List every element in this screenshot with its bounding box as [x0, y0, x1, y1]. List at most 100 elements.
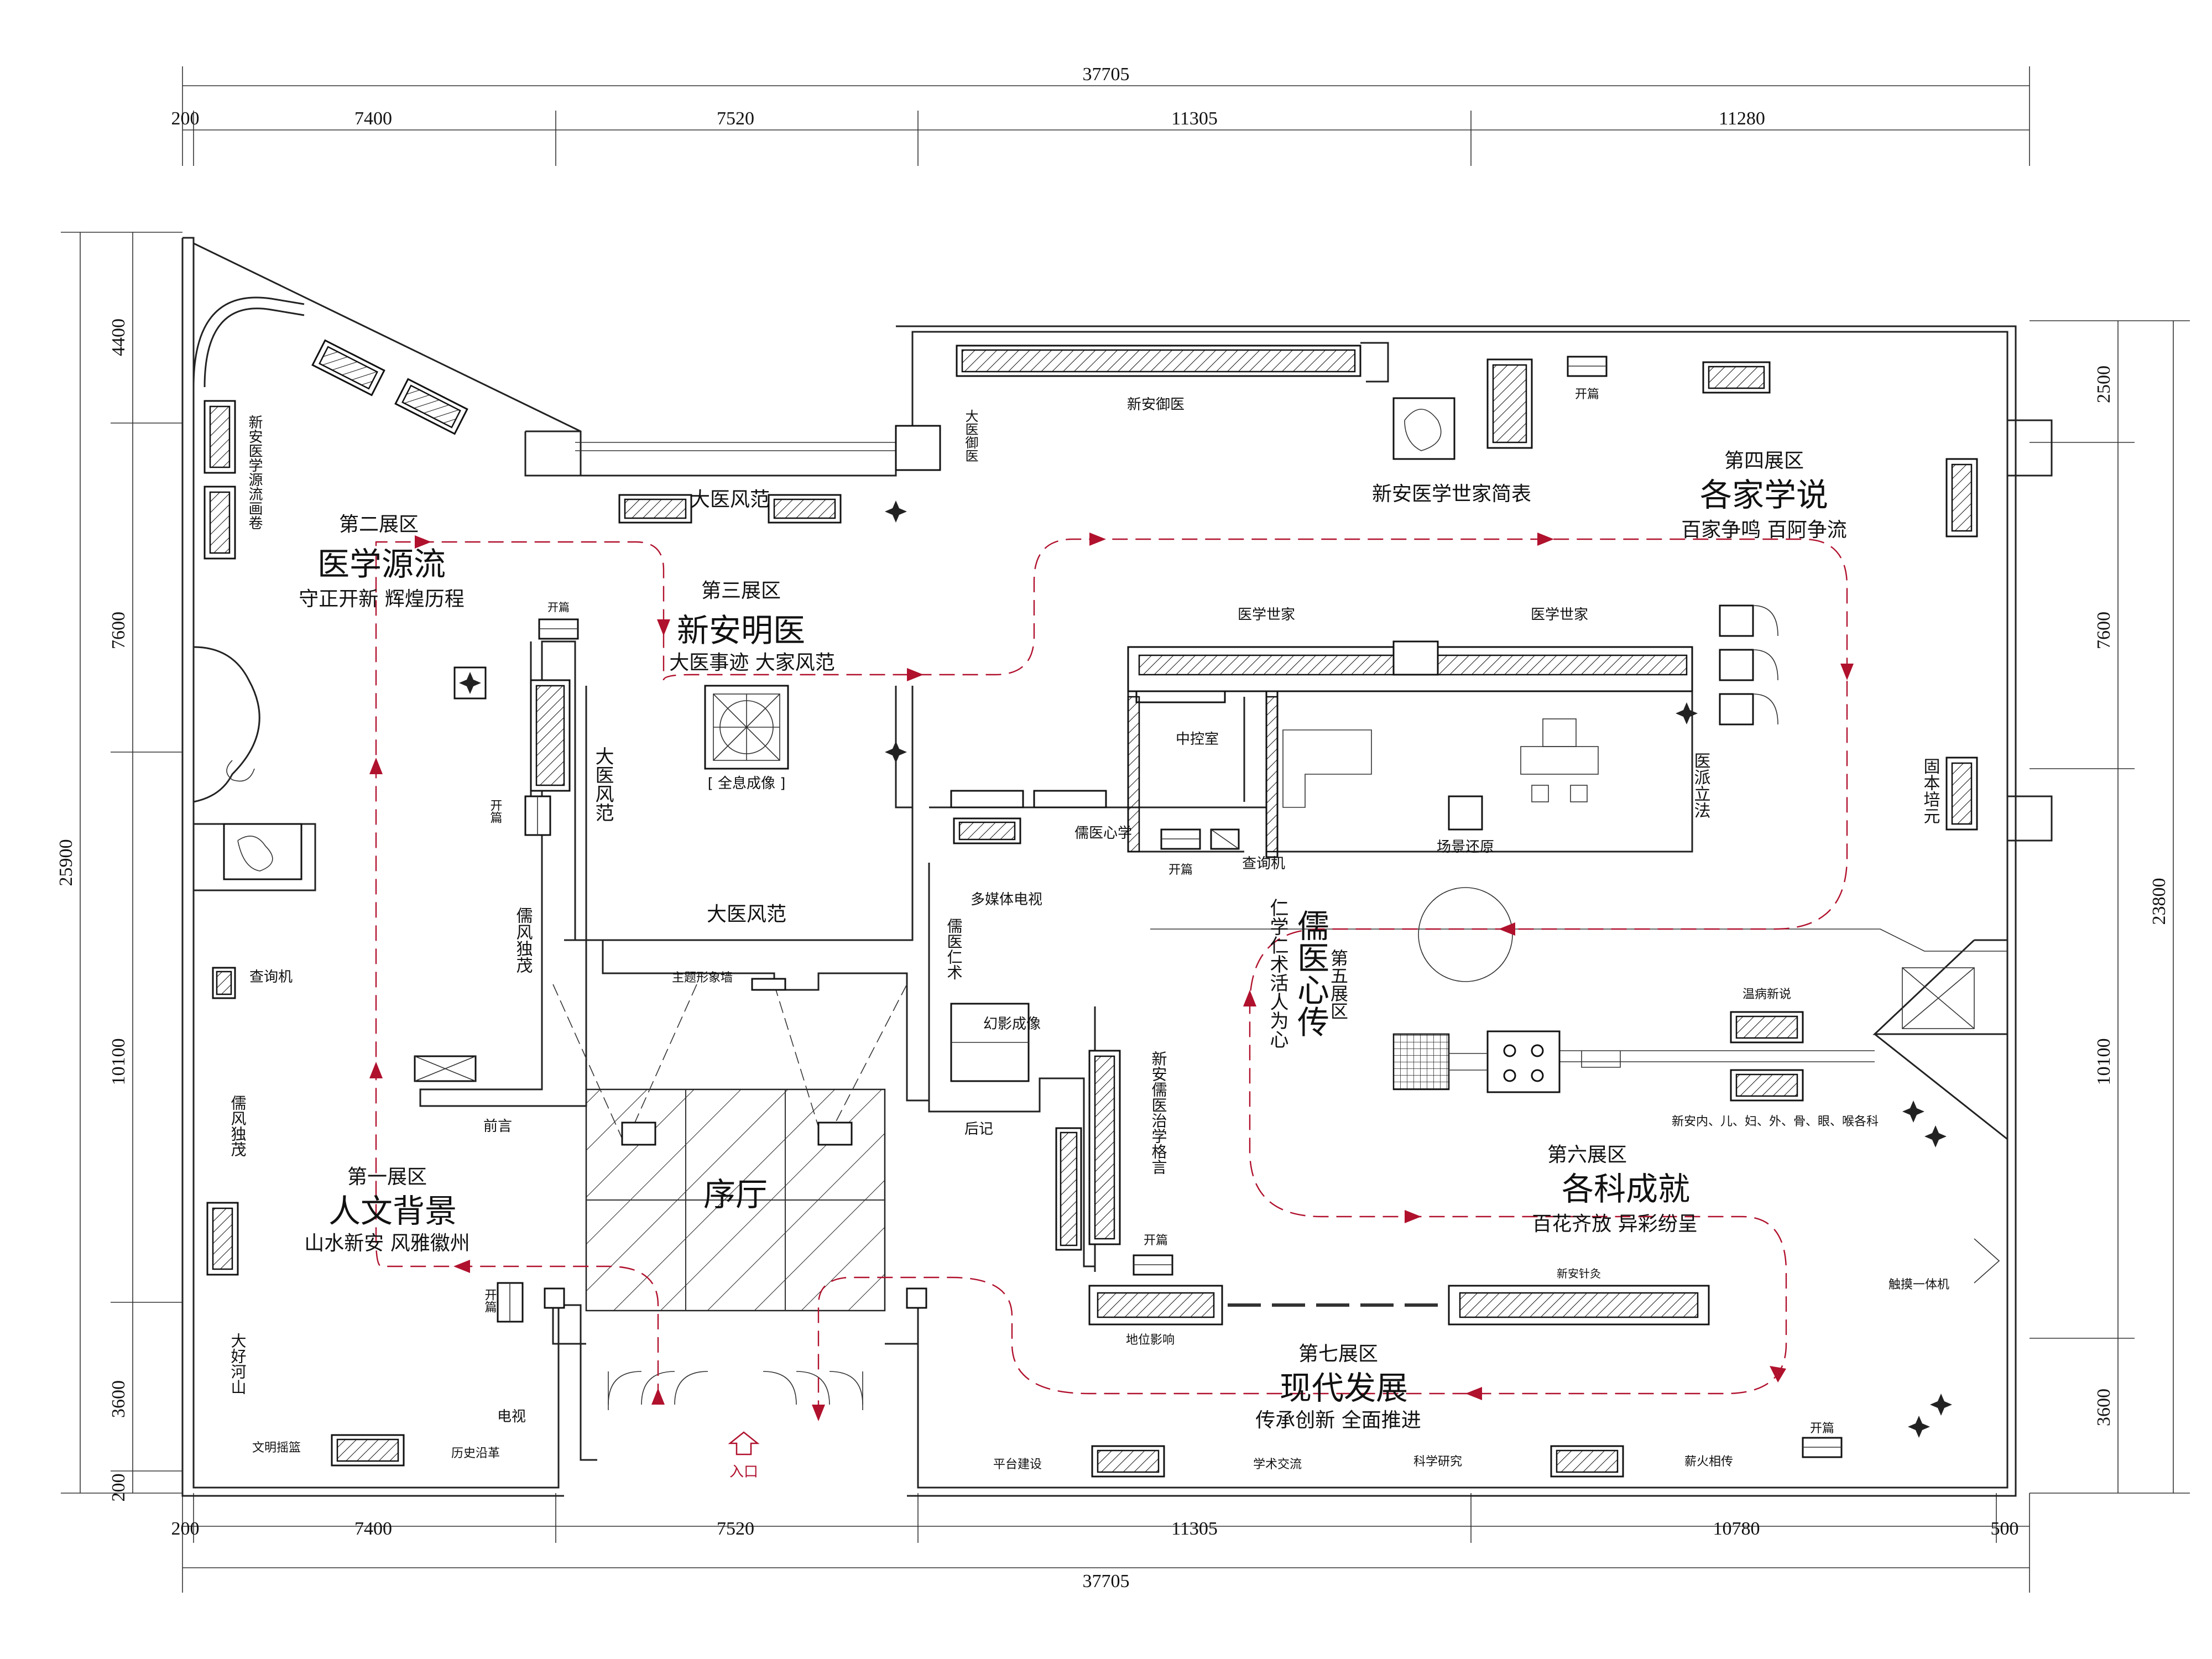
- label-wenbing: 温病新说: [1743, 988, 1791, 1001]
- outer-walls: [181, 237, 2053, 1497]
- dim-left-seg: 200: [108, 1474, 129, 1502]
- dim-left-seg: 4400: [108, 319, 129, 356]
- zone-3: 第三展区 新安明医 大医事迹 大家风范: [669, 580, 834, 674]
- zone-1: 第一展区 人文背景 山水新安 风雅徽州: [304, 1166, 469, 1255]
- label-chaxunji: 查询机: [1242, 855, 1285, 872]
- label-geyan: 新安儒医治学格言: [1150, 1051, 1168, 1175]
- label-zhongkong: 中控室: [1176, 731, 1219, 748]
- route-arrow-icon: [1840, 664, 1854, 680]
- dim-bottom-seg: 7520: [717, 1519, 754, 1539]
- zone-title: 各科成就: [1562, 1170, 1690, 1208]
- zone-number: 第三展区: [701, 580, 781, 602]
- label-xueshu: 学术交流: [1253, 1458, 1302, 1472]
- label-dayifengfan-bottom: 大医风范: [707, 903, 786, 926]
- label-lishi: 历史沿革: [451, 1447, 500, 1460]
- label-quanxi: [ 全息成像 ]: [708, 775, 786, 792]
- plant-icon: [885, 741, 907, 763]
- label-yibing: 医派立法: [1691, 752, 1710, 818]
- label-dayifengfan-top: 大医风范: [690, 488, 770, 511]
- route-arrow-icon: [369, 758, 383, 774]
- zone-subtitle: 百花齐放 异彩纷呈: [1532, 1213, 1697, 1235]
- dim-left-seg: 3600: [108, 1380, 129, 1418]
- dim-top-seg: 11280: [1719, 108, 1765, 129]
- label-wenming: 文明摇篮: [252, 1441, 301, 1455]
- decor-plants: [453, 500, 1952, 1438]
- zone-title: 医学源流: [317, 545, 446, 583]
- hall-title: 序厅: [703, 1176, 768, 1213]
- label-houji: 后记: [964, 1121, 993, 1138]
- route-arrow-icon: [1405, 1210, 1421, 1223]
- zone-4: 第四展区 各家学说 百家争鸣 百阿争流: [1681, 450, 1846, 541]
- dim-left-seg: 7600: [108, 612, 129, 649]
- dim-right-seg: 10100: [2094, 1039, 2114, 1086]
- dim-right-seg: 3600: [2094, 1389, 2114, 1426]
- label-ruyi-renshu: 儒医仁术: [945, 918, 963, 980]
- dim-bottom-total: 37705: [1083, 1571, 1130, 1592]
- label-zhuti: 主题形象墙: [672, 971, 733, 985]
- label-yixue-shijia: 医学世家: [1238, 607, 1295, 623]
- floor-labels: 开篇 开篇 开篇 开篇 开篇 开篇 开篇 查询机 查询机 大医风范 大医风范 大…: [229, 388, 1950, 1472]
- plant-icon: [1924, 1125, 1947, 1147]
- zone-subtitle: 山水新安 风雅徽州: [304, 1232, 469, 1255]
- zone-number: 第五展区: [1328, 949, 1349, 1020]
- label-ke: 新安内、儿、妇、外、骨、眼、喉各科: [1672, 1115, 1879, 1129]
- label-kaipian: 开篇: [1144, 1234, 1168, 1248]
- dim-right-total: 23800: [2149, 878, 2169, 925]
- label-chaxunji: 查询机: [249, 969, 293, 985]
- label-kaipian: 开篇: [488, 799, 503, 823]
- route-arrow-icon: [907, 668, 924, 681]
- dim-left-seg: 10100: [108, 1039, 129, 1086]
- label-shijia-table: 新安医学世家简表: [1372, 483, 1531, 505]
- dimension-top: 37705 200 7400 7520 11305 11280: [171, 64, 2030, 166]
- label-kaipian: 开篇: [1810, 1422, 1834, 1436]
- zone-subtitle: 大医事迹 大家风范: [669, 651, 834, 674]
- label-kaipian: 开篇: [547, 601, 570, 614]
- entrance-label: 入口: [729, 1464, 758, 1480]
- dimension-bottom: 200 7400 7520 11305 10780 500 37705: [171, 1493, 2030, 1593]
- plant-icon: [1908, 1416, 1930, 1438]
- label-dayifengfan-side: 大医风范: [592, 747, 614, 822]
- dimension-left: 25900 4400 7600 10100 3600 200: [56, 232, 182, 1502]
- label-duomeiti: 多媒体电视: [971, 891, 1042, 908]
- label-dianshi: 电视: [497, 1408, 526, 1425]
- entrance-arrow-icon: [728, 1431, 760, 1455]
- zone-number: 第二展区: [339, 513, 419, 536]
- entrance: 入口: [544, 1287, 927, 1480]
- plant-icon: [885, 500, 907, 523]
- label-kaipian: 开篇: [1575, 388, 1599, 401]
- route-arrow-icon: [1537, 533, 1554, 546]
- label-dayi-yuyi: 大医御医: [963, 409, 978, 462]
- zone-subtitle: 仁学仁术活人为心: [1266, 898, 1288, 1048]
- dim-bottom-seg: 11305: [1171, 1519, 1218, 1539]
- display-cases: [204, 339, 2000, 1478]
- zone-title: 人文背景: [328, 1192, 457, 1230]
- label-xinan-zhenjiu: 新安针灸: [1557, 1267, 1601, 1280]
- label-yuanliu-scroll: 新安医学源流画卷: [246, 415, 263, 530]
- zone-2: 第二展区 医学源流 守正开新 辉煌历程: [299, 513, 464, 611]
- dim-top-seg: 200: [171, 108, 200, 129]
- label-qianyan: 前言: [483, 1118, 512, 1135]
- label-diwei: 地位影响: [1126, 1333, 1175, 1347]
- dimension-right: 2500 7600 10100 3600 23800: [2030, 320, 2190, 1494]
- label-kaipian: 开篇: [1168, 863, 1193, 877]
- label-dahao: 大好河山: [229, 1333, 247, 1395]
- zone-number: 第四展区: [1724, 450, 1804, 472]
- zone2-arc-wall: [192, 296, 305, 803]
- visitor-route: [369, 533, 1854, 1421]
- label-kaipian: 开篇: [483, 1288, 497, 1313]
- label-keyan: 科学研究: [1413, 1455, 1462, 1469]
- label-pingtai: 平台建设: [993, 1458, 1042, 1472]
- dim-top-seg: 7400: [354, 108, 392, 129]
- dim-bottom-seg: 200: [171, 1519, 200, 1539]
- zone-number: 第一展区: [347, 1166, 427, 1188]
- label-chumo: 触摸一体机: [1888, 1278, 1949, 1292]
- zone-title: 各家学说: [1700, 476, 1828, 514]
- route-arrow-icon: [453, 1260, 470, 1273]
- route-arrow-icon: [651, 1388, 665, 1405]
- label-xinan-yuyi: 新安御医: [1127, 397, 1185, 413]
- zone-subtitle: 百家争鸣 百阿争流: [1681, 519, 1846, 541]
- label-xinhuo: 薪火相传: [1684, 1455, 1733, 1469]
- zone-number: 第七展区: [1298, 1343, 1378, 1365]
- zone-title: 新安明医: [677, 612, 805, 649]
- dim-left-total: 25900: [56, 839, 76, 886]
